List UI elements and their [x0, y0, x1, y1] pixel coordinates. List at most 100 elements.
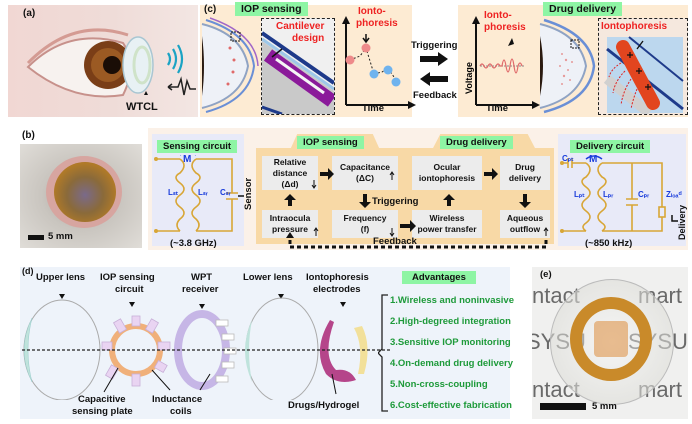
voltage-plot-annotation-1: Ionto- — [484, 10, 512, 21]
aqueous-outflow-box: Aqueous outflow — [500, 210, 550, 238]
scale-bar-label: 5 mm — [48, 231, 73, 242]
voltage-plot: Voltage — [464, 16, 540, 109]
l-sr-label: Lₛᵣ — [198, 188, 208, 197]
iontophoresis-electrodes-label-2: electrodes — [313, 284, 361, 295]
iontophoresis-electrodes-label-1: Iontophoresis — [306, 272, 369, 283]
ocular-iontophoresis-box: Ocular iontophoresis — [412, 156, 482, 190]
drug-delivery-box: Drug delivery — [500, 156, 550, 190]
delivery-frequency-label: (~850 kHz) — [585, 238, 633, 249]
triggering-label-top: Triggering — [411, 40, 458, 51]
arrow-up — [443, 194, 455, 206]
delivery-circuit-diagram — [560, 155, 678, 233]
panel-d-label: (d) — [22, 266, 34, 276]
panel-c-label: (c) — [204, 4, 217, 15]
c-sr-label: Cₛᵣ — [220, 188, 231, 197]
drug-hydrogel — [319, 320, 356, 382]
c-pr-label: Cₚᵣ — [638, 190, 650, 199]
scale-bar-label: 5 mm — [592, 401, 617, 412]
arrow-up — [284, 194, 296, 206]
advantage-item: 3.Sensitive IOP monitoring — [390, 337, 511, 348]
iontophoresis-electrode — [354, 326, 368, 374]
iop-plot-annotation-2: phoresis — [356, 18, 398, 29]
voltage-plot-annotation-2: phoresis — [484, 22, 526, 33]
voltage-ylabel: Voltage — [464, 62, 474, 94]
iop-point — [369, 69, 379, 79]
feedback-label-middle: Feedback — [373, 236, 417, 247]
upper-lens-label: Upper lens — [36, 272, 86, 283]
pupil — [103, 56, 121, 74]
cantilever-inset: Cantilever design — [261, 18, 335, 115]
capacitance-box: Capacitance (ΔC) — [332, 156, 398, 190]
waveform-arrow-icon — [167, 76, 196, 96]
wpt-receiver-label-2: receiver — [182, 284, 219, 295]
frequency-box: Frequency (f) — [332, 210, 398, 238]
iop-point — [383, 65, 393, 75]
iop-plot: IOP — [342, 16, 416, 109]
exploded-device-diagram — [22, 294, 392, 400]
drug-delivery-tag: Drug delivery — [543, 2, 623, 16]
advantage-item: 6.Cost-effective fabrication — [390, 400, 512, 411]
drugs-hydrogel-label: Drugs/Hydrogel — [288, 400, 360, 411]
iop-plot-annotation-1: Ionto- — [358, 6, 386, 17]
panel-a: (a) WTCL — [8, 5, 198, 117]
sensing-circuit-title: Sensing circuit — [157, 140, 238, 153]
voltage-plot-xlabel: Time — [486, 103, 509, 114]
scale-bar — [28, 235, 44, 240]
relative-distance-box: Relative distance (Δd) — [262, 156, 318, 190]
flow-arrows — [284, 168, 549, 249]
advantage-item: 4.On-demand drug delivery — [390, 358, 513, 369]
eye-cross-section-right — [539, 18, 596, 114]
zoom-marker — [570, 39, 580, 49]
arrow-down — [519, 194, 531, 208]
cantilever-label-2: design — [292, 33, 325, 44]
iop-sensing-circuit-label-1: IOP sensing — [100, 272, 155, 283]
mutual-inductance-label: M — [183, 154, 192, 165]
iop-sensing-block-tag: IOP sensing — [297, 136, 364, 149]
advantage-item: 1.Wireless and noninvasive — [390, 295, 514, 306]
eye-cross-section-left — [201, 17, 259, 113]
advantages-bracket — [378, 294, 388, 412]
l-pr-label: Lₚᵣ — [603, 190, 614, 199]
advantages-title: Advantages — [402, 271, 476, 284]
iontophoresis-label: Iontophoresis — [601, 21, 668, 32]
delivery-side-label: Delivery — [677, 204, 687, 240]
drug-delivery-block-tag: Drug delivery — [440, 136, 513, 149]
inductance-coils-label-2: coils — [170, 406, 192, 417]
sensing-frequency-label: (~3.8 GHz) — [170, 238, 217, 249]
iop-sensing-circuit-label-2: circuit — [115, 284, 144, 295]
l-pt-label: Lₚₜ — [574, 190, 585, 199]
z-load-label: Zₗₒₐᵈ — [666, 190, 682, 199]
zoom-marker — [230, 31, 241, 42]
sensing-circuit-diagram — [154, 155, 244, 233]
panel-a-label: (a) — [23, 8, 36, 19]
wtcl-label: WTCL — [126, 101, 158, 113]
iop-point — [391, 77, 401, 87]
arrow-right — [484, 168, 498, 180]
c-pt-label: Cₚₜ — [562, 154, 574, 163]
iop-plot-xlabel: Time — [362, 103, 385, 114]
lens-on-eye — [54, 162, 116, 222]
scale-bar — [540, 403, 586, 410]
capacitive-plate-label-2: sensing plate — [72, 406, 133, 417]
feedback-dashed-line — [288, 236, 548, 249]
capacitive-plate-label-1: Capacitive — [78, 394, 126, 405]
pointer-triangle — [144, 91, 148, 95]
triggering-label-middle: Triggering — [372, 196, 419, 207]
advantage-item: 5.Non-cross-coupling — [390, 379, 488, 390]
mutual-inductance-label-2: M — [589, 154, 598, 165]
iop-sensing-tag: IOP sensing — [235, 2, 308, 16]
cantilever-label-1: Cantilever — [276, 21, 325, 32]
eye-illustration — [26, 28, 196, 98]
wireless-power-box: Wireless power transfer — [412, 210, 482, 238]
inductance-coils-label-1: Inductance — [152, 394, 203, 405]
arrow-right — [400, 220, 416, 232]
panel-e-photo: ntact mart SYSU SYSU ntact mart (e) 5 mm — [532, 267, 688, 419]
rabbit-eye-photo: 5 mm — [20, 144, 142, 248]
arrow-down — [359, 194, 371, 208]
panel-e-label: (e) — [540, 269, 552, 280]
iop-point — [345, 55, 355, 65]
iop-sensing-circuit — [101, 315, 171, 387]
wpt-receiver-label-1: WPT — [191, 272, 213, 283]
iop-point — [361, 43, 371, 53]
arrow-right — [320, 168, 334, 180]
